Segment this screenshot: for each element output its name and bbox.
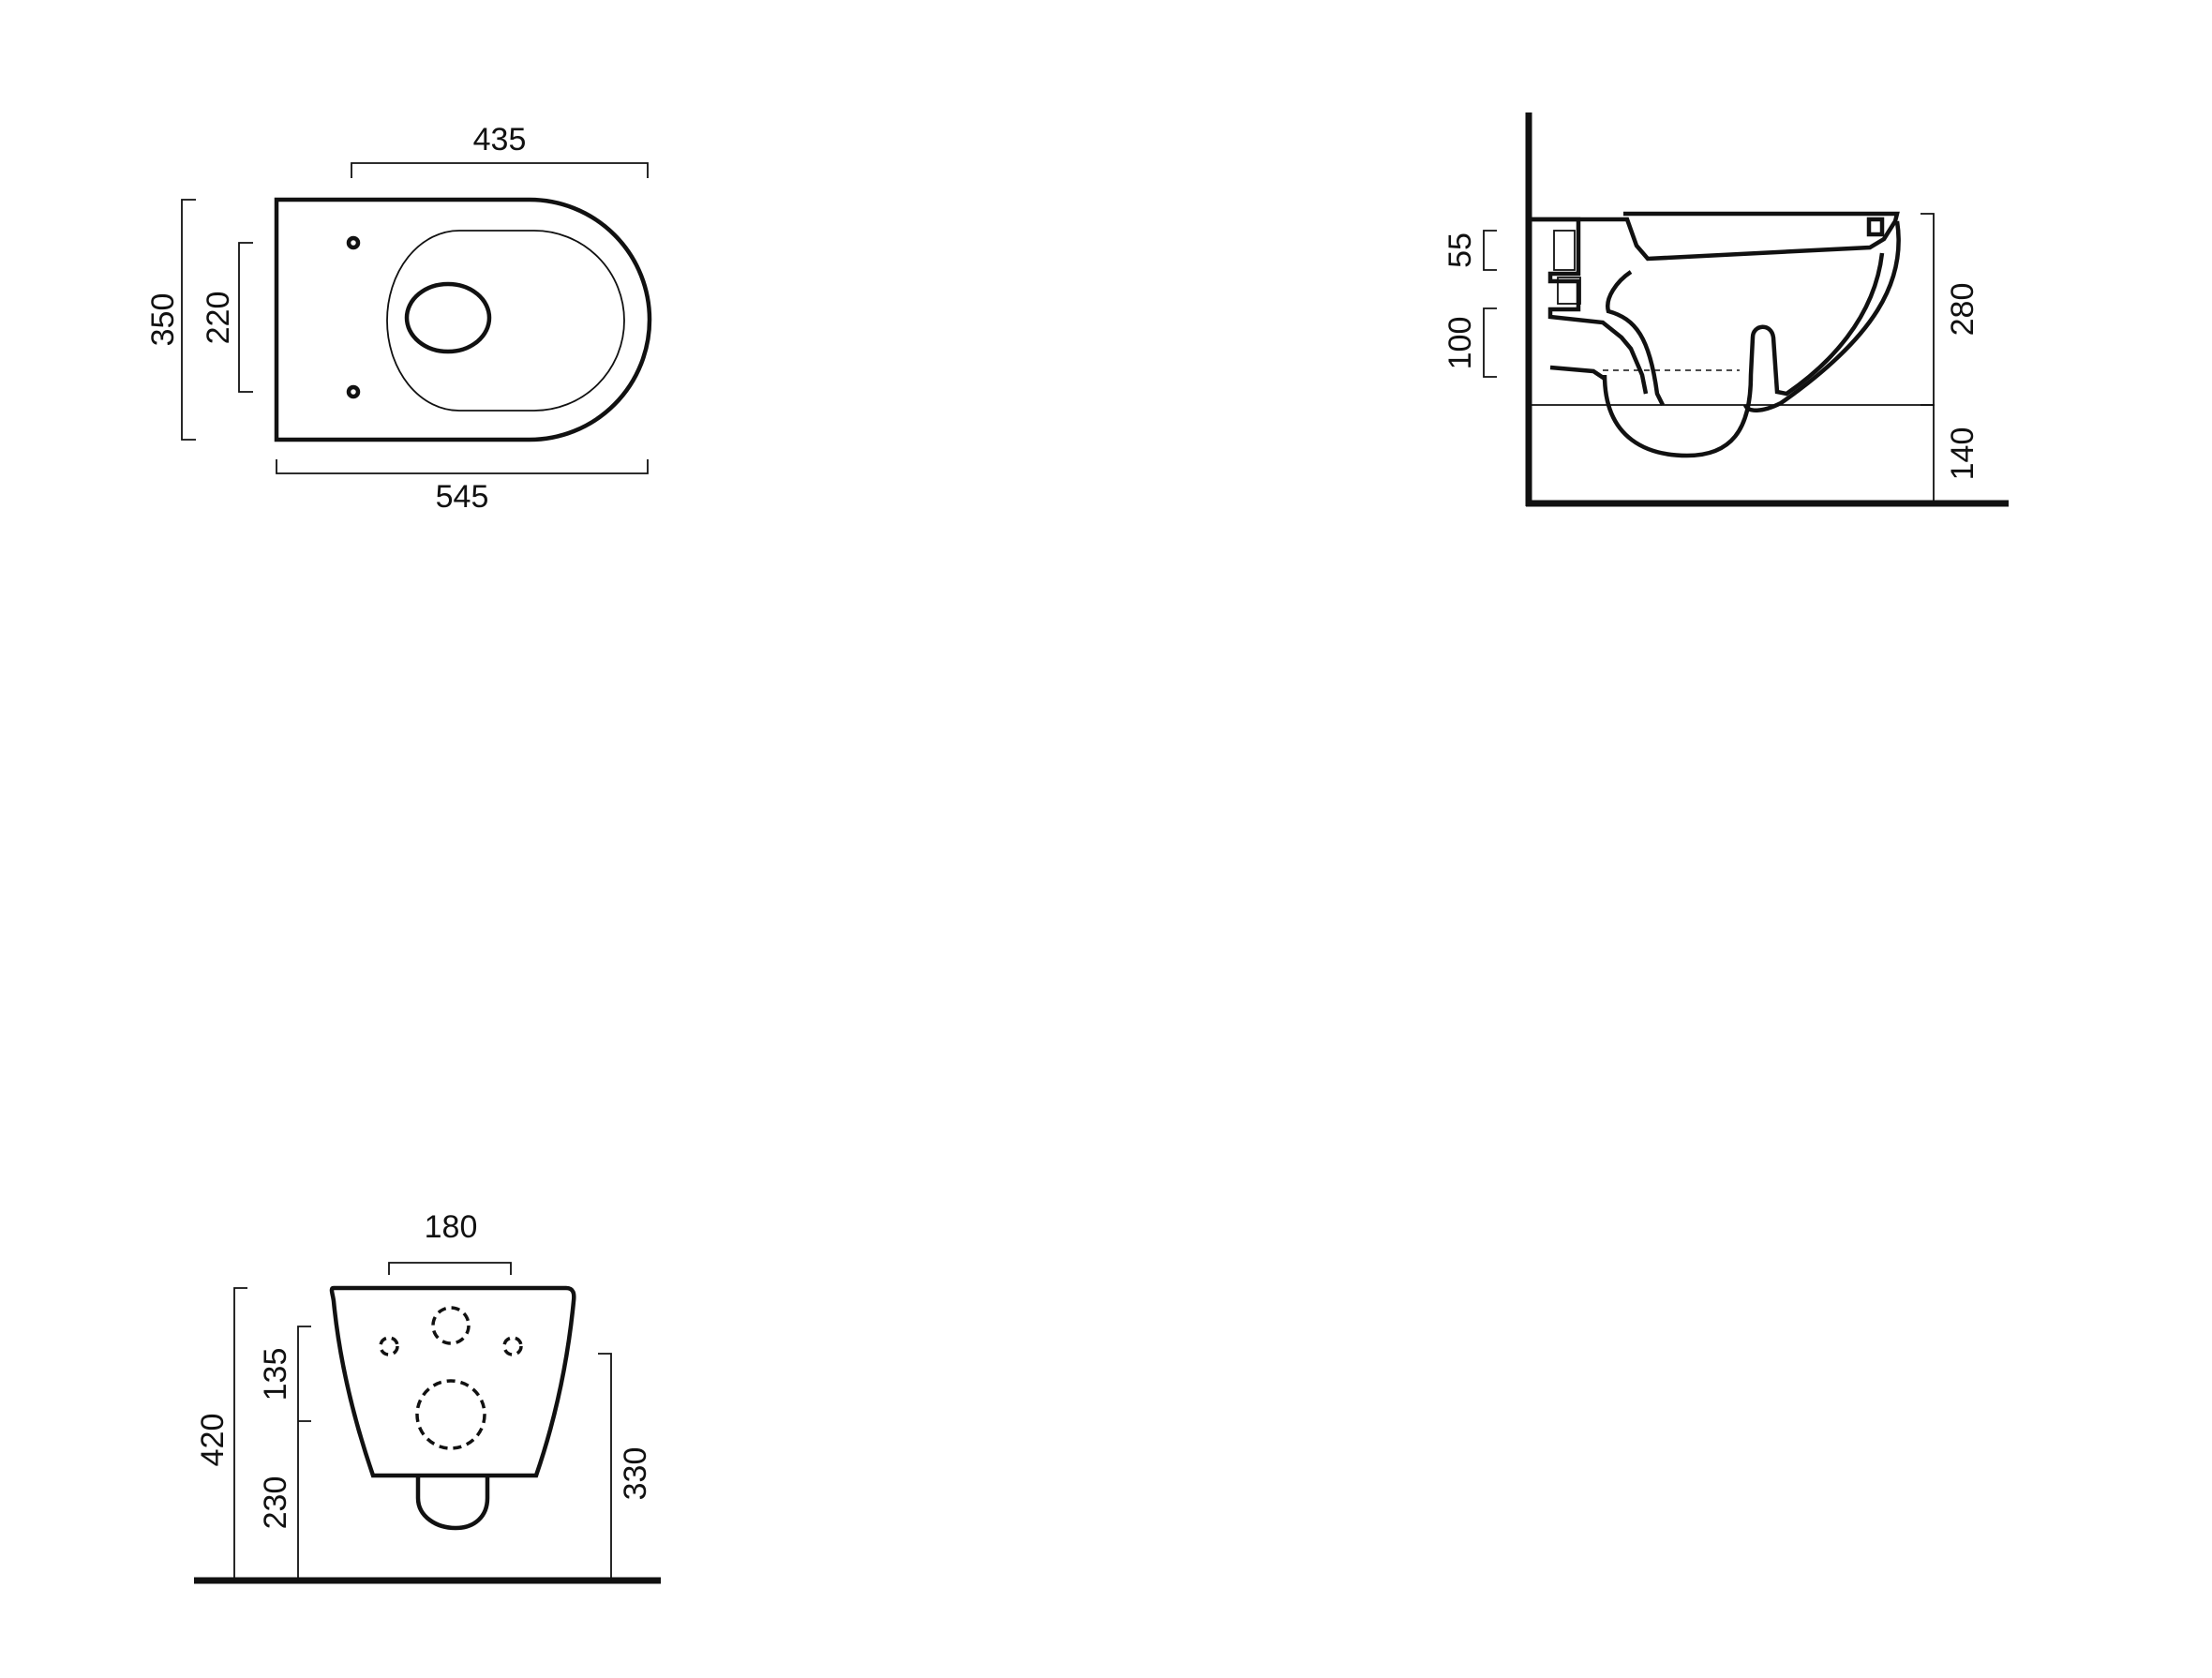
side-view-hinge xyxy=(1866,217,1885,237)
side-view: 55 100 280 140 xyxy=(1442,112,2009,507)
front-view: 180 420 135 230 330 xyxy=(194,1209,661,1584)
seat-hole-bottom xyxy=(346,384,361,399)
dim-line-top-width xyxy=(351,162,649,178)
dim-floor-clearance: 140 xyxy=(1945,427,1980,481)
seat-hole-top xyxy=(346,235,361,250)
front-view-outlet xyxy=(415,1477,490,1531)
dim-total-length: 545 xyxy=(436,479,489,515)
dim-line-bowl-height xyxy=(1921,213,1935,406)
outlet-opening xyxy=(415,1379,486,1450)
side-view-floor-flange xyxy=(1549,365,1607,381)
side-view-mount xyxy=(1532,217,1649,395)
side-view-bowl-outer xyxy=(1742,220,1901,412)
dim-line-hole-spacing xyxy=(238,242,253,393)
dim-line-top-gap xyxy=(1483,230,1497,271)
side-view-siphon xyxy=(1602,252,1885,458)
dim-total-height: 420 xyxy=(195,1414,231,1467)
dim-outlet-height: 100 xyxy=(1442,317,1478,370)
dim-lower-height: 230 xyxy=(258,1476,293,1530)
top-view-drain xyxy=(404,281,492,354)
dim-bowl-height: 280 xyxy=(1945,283,1980,337)
top-view-bowl-rim xyxy=(386,230,625,412)
dim-top-width: 435 xyxy=(473,122,527,157)
inlet-opening xyxy=(431,1306,471,1345)
side-view-trap xyxy=(1606,270,1666,407)
dim-line-upper-offset xyxy=(297,1326,311,1581)
dim-line-total-width xyxy=(181,199,196,441)
dim-rim-height: 330 xyxy=(618,1447,653,1501)
bolt-hole-right xyxy=(502,1336,523,1356)
front-view-outline xyxy=(329,1285,576,1478)
bolt-hole-left xyxy=(379,1336,399,1356)
side-view-bolt xyxy=(1557,277,1581,305)
dim-top-gap: 55 xyxy=(1442,232,1478,268)
dim-total-width: 350 xyxy=(145,293,181,347)
dim-hole-spacing: 220 xyxy=(201,292,236,345)
dim-inlet-spacing: 180 xyxy=(425,1209,478,1245)
side-view-inlet xyxy=(1553,230,1576,271)
top-view: 435 545 350 220 xyxy=(145,122,652,515)
dim-line-inlet-spacing xyxy=(388,1262,512,1275)
dim-line-outlet-height xyxy=(1483,307,1497,378)
dim-upper-offset: 135 xyxy=(258,1348,293,1401)
dim-line-total-height xyxy=(233,1287,247,1581)
dim-line-rim-height xyxy=(598,1353,612,1581)
dim-line-total-length xyxy=(276,459,649,474)
side-view-rim xyxy=(1532,211,1900,262)
top-view-outline xyxy=(274,197,652,442)
